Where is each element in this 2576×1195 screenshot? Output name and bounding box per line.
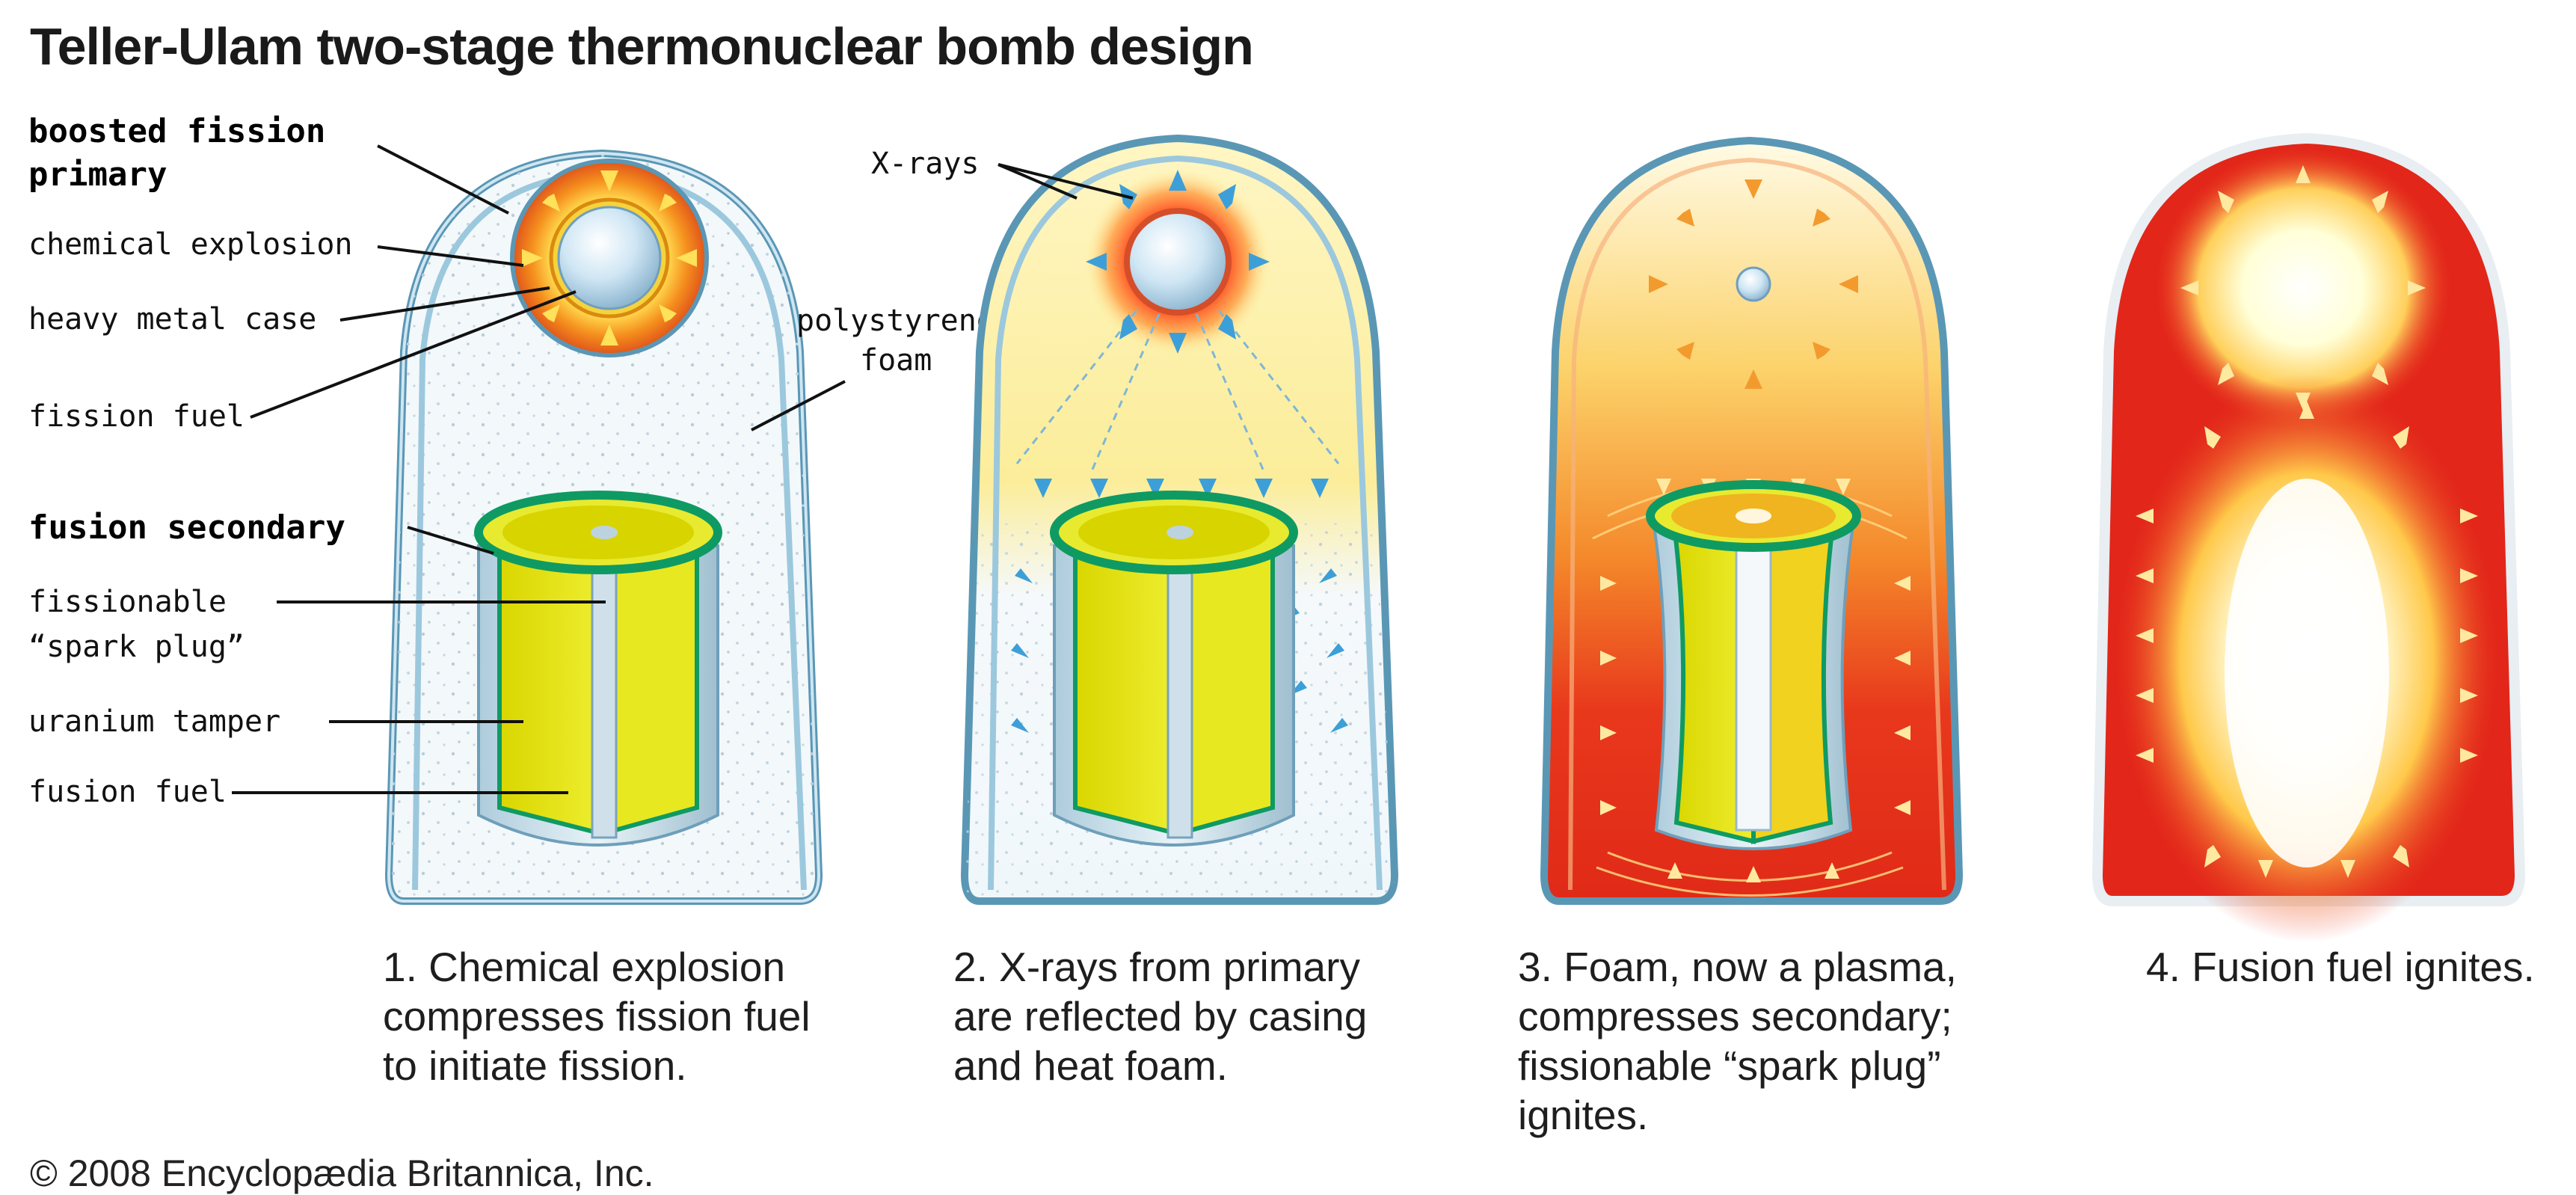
leader-lines-2 [997, 163, 1134, 200]
label-fissionable: fissionable [28, 585, 227, 619]
arrow-icon [2136, 165, 2478, 878]
compressed-primary [1736, 266, 1771, 302]
panel-1-initial-state [232, 144, 846, 905]
caption-step-1: 1. Chemical explosion compresses fission… [383, 944, 811, 1089]
implosion-arrows [522, 171, 697, 345]
fission-fuel-sphere [557, 206, 662, 310]
caption-step-3: 3. Foam, now a plasma, compresses second… [1518, 944, 1957, 1138]
xray-paths [1015, 310, 1340, 472]
label-primary: primary [28, 156, 167, 194]
fission-primary [1124, 208, 1232, 316]
label-heavy-metal-case: heavy metal case [28, 302, 316, 337]
primary-fireball [2154, 146, 2453, 430]
fusion-secondary [1050, 491, 1298, 847]
x-ray-arrow-icon [1011, 170, 1348, 733]
label-fusion-fuel: fusion fuel [28, 775, 227, 809]
copyright-credit: © 2008 Encyclopædia Britannica, Inc. [30, 1152, 654, 1194]
panel-4-fusion-ignition [2091, 132, 2526, 942]
label-boosted-fission: boosted fission [28, 112, 325, 150]
panel-3-plasma-stage [1540, 136, 1964, 905]
label-x-rays: X-rays [871, 147, 980, 181]
fusion-secondary [474, 491, 722, 847]
label-foam: foam [860, 343, 932, 378]
label-spark-plug: “spark plug” [28, 630, 245, 664]
caption-step-4: 4. Fusion fuel ignites. [2146, 944, 2535, 990]
caption-step-2: 2. X-rays from primary are reflected by … [953, 944, 1368, 1089]
panel-2-xray-stage [960, 134, 1399, 905]
label-chemical-explosion: chemical explosion [28, 227, 352, 262]
label-polystyrene: polystyrene [796, 304, 995, 338]
label-fission-fuel: fission fuel [28, 399, 245, 434]
leader-lines-1 [232, 144, 846, 794]
arrow-icon [1649, 179, 1858, 389]
label-uranium-tamper: uranium tamper [28, 704, 280, 739]
page-title: Teller-Ulam two-stage thermonuclear bomb… [30, 17, 1254, 76]
compressed-secondary [1646, 480, 1861, 850]
label-fusion-secondary: fusion secondary [28, 509, 345, 547]
